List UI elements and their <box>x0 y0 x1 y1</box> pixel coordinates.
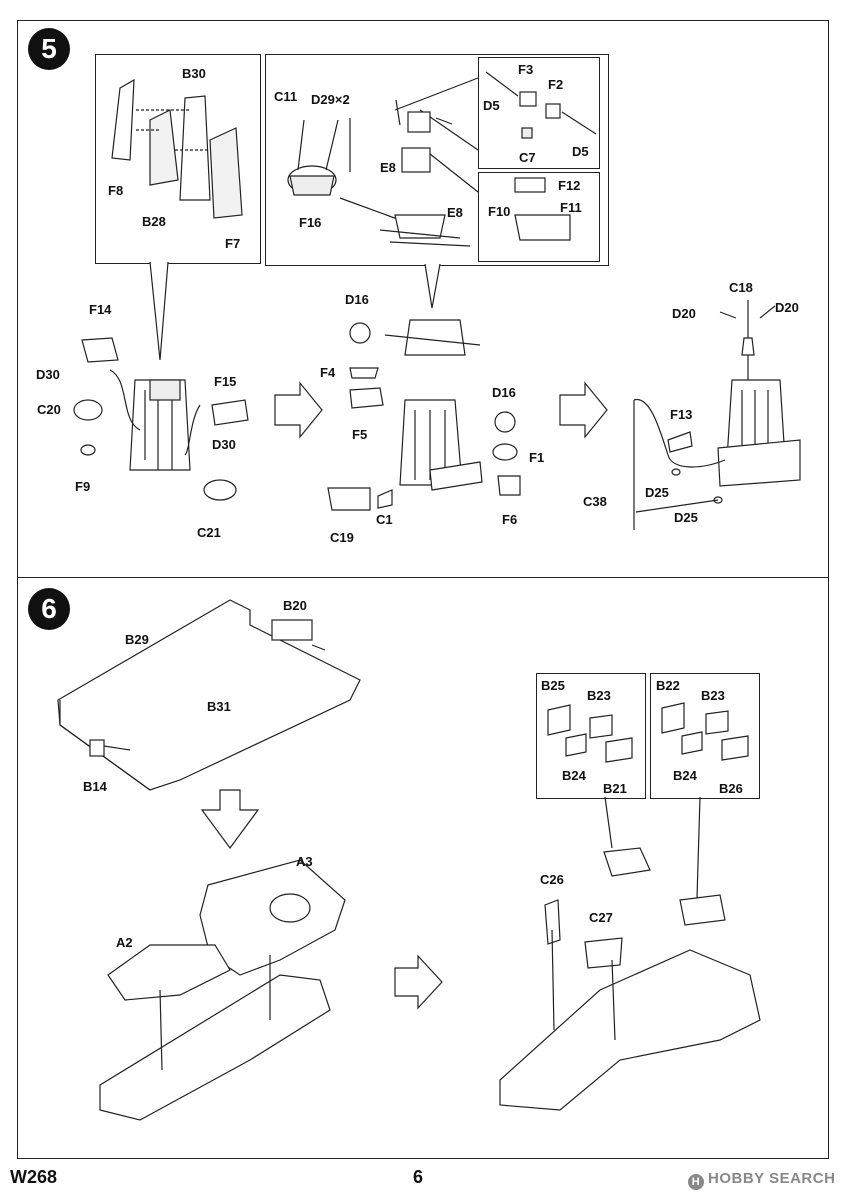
step-5-badge: 5 <box>28 28 70 70</box>
part-label: C7 <box>519 150 536 165</box>
part-label: C20 <box>37 402 61 417</box>
part-label: F6 <box>502 512 518 527</box>
part-label: B29 <box>125 632 149 647</box>
part-label: D5 <box>572 144 589 159</box>
part-label: C21 <box>197 525 221 540</box>
part-label: B22 <box>656 678 680 693</box>
part-label: C26 <box>540 872 564 887</box>
part-label: B20 <box>283 598 307 613</box>
part-label: F15 <box>214 374 237 389</box>
part-label: B14 <box>83 779 107 794</box>
part-label: D30 <box>36 367 60 382</box>
watermark-text: HOBBY SEARCH <box>708 1170 836 1187</box>
part-label: B31 <box>207 699 231 714</box>
step-6-badge: 6 <box>28 588 70 630</box>
step-6-panel <box>17 577 829 1159</box>
part-label: D29×2 <box>311 92 350 107</box>
part-label: F8 <box>108 183 124 198</box>
part-label: C18 <box>729 280 753 295</box>
part-label: F2 <box>548 77 564 92</box>
part-label: C19 <box>330 530 354 545</box>
detail-box-b26-assembly <box>650 673 760 799</box>
part-label: B23 <box>701 688 725 703</box>
part-label: D16 <box>345 292 369 307</box>
part-label: D25 <box>674 510 698 525</box>
part-label: B24 <box>673 768 697 783</box>
part-label: C11 <box>274 89 298 104</box>
part-label: B30 <box>182 66 206 81</box>
part-label: C38 <box>583 494 607 509</box>
part-label: F12 <box>558 178 581 193</box>
hobby-search-logo-icon: H <box>688 1174 704 1190</box>
part-label: F5 <box>352 427 368 442</box>
part-label: C1 <box>376 512 393 527</box>
part-label: F14 <box>89 302 112 317</box>
part-label: F11 <box>560 200 582 215</box>
part-label: F4 <box>320 365 336 380</box>
part-label: B24 <box>562 768 586 783</box>
part-label: E8 <box>380 160 396 175</box>
part-label: A2 <box>116 935 133 950</box>
part-label: A3 <box>296 854 313 869</box>
part-label: D25 <box>645 485 669 500</box>
part-label: D5 <box>483 98 500 113</box>
part-label: F10 <box>488 204 511 219</box>
part-label: F3 <box>518 62 534 77</box>
detail-box-rangefinder <box>478 57 600 169</box>
page-number: 6 <box>413 1167 424 1187</box>
part-label: F9 <box>75 479 91 494</box>
part-label: F7 <box>225 236 241 251</box>
part-label: B23 <box>587 688 611 703</box>
part-label: B21 <box>603 781 627 796</box>
part-label: D16 <box>492 385 516 400</box>
part-label: C27 <box>589 910 613 925</box>
part-label: F16 <box>299 215 322 230</box>
product-code: W268 <box>10 1167 58 1187</box>
part-label: B28 <box>142 214 166 229</box>
part-label: D30 <box>212 437 236 452</box>
part-label: D20 <box>672 306 696 321</box>
part-label: E8 <box>447 205 463 220</box>
part-label: F1 <box>529 450 545 465</box>
part-label: B26 <box>719 781 743 796</box>
part-label: D20 <box>775 300 799 315</box>
part-label: F13 <box>670 407 693 422</box>
part-label: B25 <box>541 678 565 693</box>
